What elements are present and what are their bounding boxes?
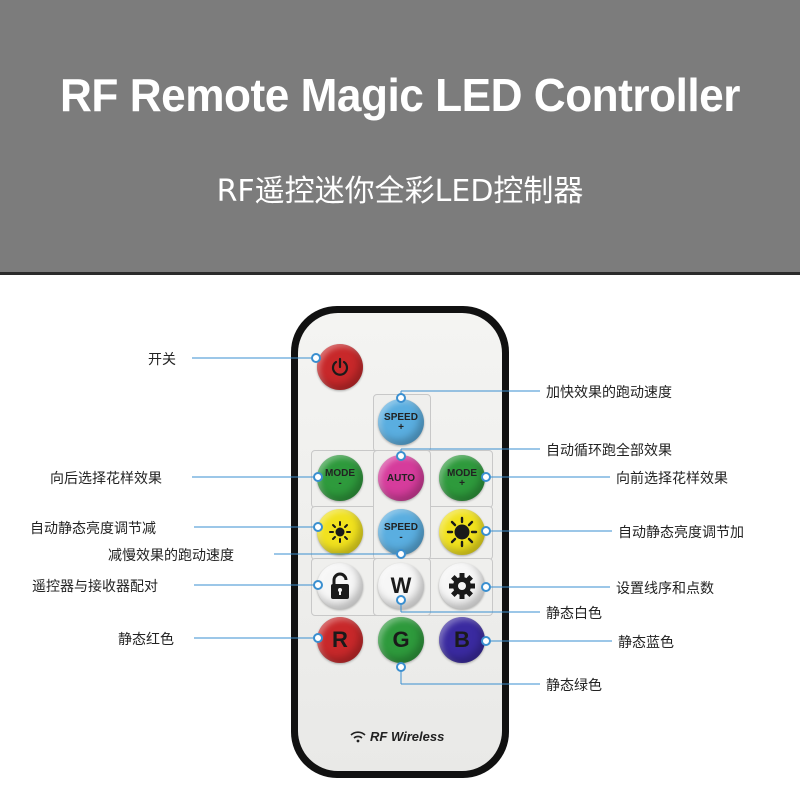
label-brightness-down: 自动静态亮度调节减	[30, 521, 156, 537]
settings-button[interactable]	[439, 563, 485, 609]
mode-back-button[interactable]: MODE -	[317, 455, 363, 501]
auto-label: AUTO	[386, 472, 416, 484]
mode-back-label: MODE	[325, 468, 355, 479]
white-button[interactable]: W	[378, 563, 424, 609]
label-brightness-up: 自动静态亮度调节加	[618, 525, 744, 541]
speed-up-sign: +	[398, 422, 404, 433]
label-auto: 自动循环跑全部效果	[546, 443, 672, 459]
green-button[interactable]: G	[378, 617, 424, 663]
banner-subtitle: RF遥控迷你全彩LED控制器	[216, 174, 584, 209]
brightness-down-button[interactable]	[317, 509, 363, 555]
label-green: 静态绿色	[546, 678, 602, 694]
rf-wireless-label: RF Wireless	[370, 729, 445, 744]
power-icon	[331, 357, 349, 376]
sun-small-icon	[329, 521, 351, 543]
speed-down-sign: -	[399, 532, 403, 543]
label-red: 静态红色	[118, 632, 174, 648]
lock-icon	[331, 572, 349, 599]
speed-up-label: SPEED	[384, 412, 418, 423]
white-letter: W	[390, 573, 412, 598]
sun-large-icon	[446, 516, 478, 548]
label-white: 静态白色	[546, 606, 602, 622]
label-mode-back: 向后选择花样效果	[50, 471, 162, 487]
power-button[interactable]	[317, 344, 363, 390]
banner-title: RF Remote Magic LED Controller	[60, 69, 740, 121]
label-power: 开关	[148, 352, 176, 368]
gear-icon	[449, 573, 475, 599]
green-letter: G	[392, 627, 410, 652]
mode-forward-button[interactable]: MODE +	[439, 455, 485, 501]
rf-wireless-brand: RF Wireless	[350, 729, 460, 744]
label-speed-down: 减慢效果的跑动速度	[108, 548, 234, 564]
banner-divider	[0, 272, 800, 275]
label-settings: 设置线序和点数	[616, 581, 714, 597]
pair-button[interactable]	[317, 563, 363, 609]
red-button[interactable]: R	[317, 617, 363, 663]
label-mode-forward: 向前选择花样效果	[616, 471, 728, 487]
label-speed-up: 加快效果的跑动速度	[546, 385, 672, 401]
blue-letter: B	[454, 627, 470, 652]
mode-forward-label: MODE	[447, 468, 477, 479]
auto-button[interactable]: AUTO	[378, 455, 424, 501]
brightness-up-button[interactable]	[439, 509, 485, 555]
label-blue: 静态蓝色	[618, 635, 674, 651]
title-banner: RF Remote Magic LED Controller RF遥控迷你全彩L…	[0, 0, 800, 272]
blue-button[interactable]: B	[439, 617, 485, 663]
speed-down-button[interactable]: SPEED -	[378, 509, 424, 555]
speed-down-label: SPEED	[384, 522, 418, 533]
mode-forward-sign: +	[459, 478, 465, 489]
red-letter: R	[332, 627, 348, 652]
wifi-icon	[350, 730, 366, 742]
label-pair: 遥控器与接收器配对	[32, 579, 158, 595]
speed-up-button[interactable]: SPEED +	[378, 399, 424, 445]
mode-back-sign: -	[338, 478, 342, 489]
